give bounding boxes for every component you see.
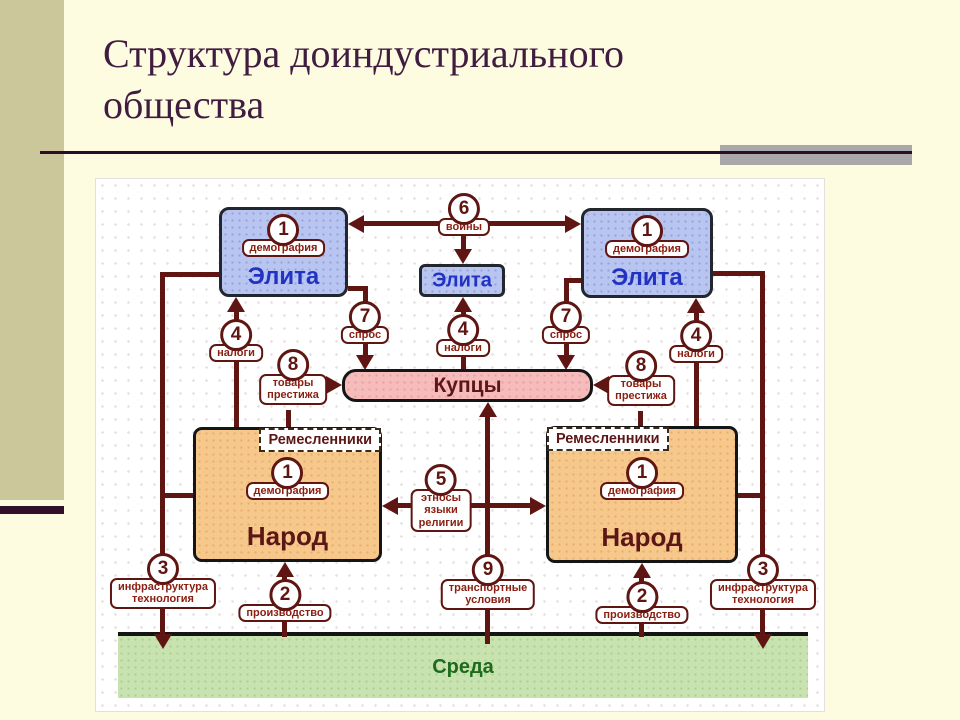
line-wars-to-elite-center [461,236,466,251]
transport-node: 9 транспортные условия [440,554,536,610]
title-underline-gray-bar [720,145,912,165]
arrowhead-ethnos-into-people-right [530,497,546,515]
society-structure-diagram: Среда 1 демография Элита 1 демография Эл… [95,178,825,712]
infrastructure-left-node: 3 инфраструктура технология [109,553,217,609]
taxes-number: 4 [219,319,252,351]
production-label: производство [238,604,332,623]
production-number: 2 [269,579,301,611]
line-prestige-left-down [286,410,291,429]
demography-number: 1 [267,214,300,246]
arrowhead-demand-left-down [356,355,374,370]
wars-label: войны [437,218,491,237]
wars-node: 6 войны [437,193,491,237]
production-right-node: 2 производство [595,581,689,625]
demography-label: демография [245,482,330,501]
people-left-label: Народ [246,521,329,551]
line-feedback-left-people-stub [163,493,195,498]
demography-node: 1 демография [241,214,326,258]
demography-node: 1 демография [600,457,684,501]
ethnos-node: 5 этносы языки религии [410,464,472,532]
line-feedback-right-people-stub [736,493,765,498]
arrowhead-production-left-into-people [276,562,294,577]
page-title: Структура доиндустриального общества [103,31,624,128]
environment-label: Среда [432,655,494,678]
arrowhead-prestige-left-into-merchants [326,376,342,394]
merchants-label: Купцы [433,373,502,397]
line-prestige-right-down [638,411,643,428]
arrowhead-infrastructure-left-into-environment [154,634,172,649]
people-right-label: Народ [601,522,683,552]
elite-left-label: Элита [247,263,320,290]
prestige-number: 8 [625,350,657,382]
sidebar-accent-line [0,506,64,514]
taxes-label: налоги [209,344,263,363]
arrowhead-into-elite-center [454,249,472,264]
elite-left-box: 1 демография Элита [219,207,348,297]
demand-number: 7 [349,301,381,333]
elite-right-label: Элита [611,264,683,291]
transport-number: 9 [472,554,504,586]
line-demand-left-stub [348,286,368,291]
line-feedback-left [160,272,165,635]
demography-node: 1 демография [605,215,689,259]
infrastructure-label: инфраструктура технология [109,578,217,609]
prestige-number: 8 [277,349,309,381]
demography-node: 1 демография [245,457,330,501]
prestige-label: товары престижа [259,374,327,405]
demography-number: 1 [625,457,658,489]
people-left-box: Ремесленники 1 демография Народ [193,427,382,562]
people-right-box: Ремесленники 1 демография Народ [546,426,738,563]
line-taxes-right [694,312,699,428]
craftsmen-left-label: Ремесленники [259,428,381,452]
demand-number: 7 [550,301,582,333]
taxes-number: 4 [446,314,479,346]
elite-right-box: 1 демография Элита [581,208,713,298]
arrowhead-prestige-right-into-merchants [593,376,609,394]
ethnos-label: этносы языки религии [410,489,472,532]
merchants-box: Купцы [342,369,593,402]
arrowhead-taxes-left-up [227,297,245,312]
line-transport [485,416,490,644]
line-feedback-left-top [163,272,221,277]
infrastructure-number: 3 [746,554,779,586]
arrowhead-wars-right [565,215,581,233]
ethnos-number: 5 [424,464,457,496]
production-number: 2 [626,581,658,613]
demand-left-node: 7 спрос [340,301,390,345]
taxes-label: налоги [669,345,723,364]
elite-center-label: Элита [432,269,492,291]
arrowhead-taxes-center-up [454,297,472,312]
production-left-node: 2 производство [238,579,332,623]
arrowhead-ethnos-into-people-left [382,497,398,515]
line-feedback-right-top [711,271,763,276]
line-demand-right-stub [566,278,583,283]
line-feedback-right [760,271,765,635]
prestige-left-node: 8 товары престижа [259,349,327,405]
environment-box: Среда [118,632,808,698]
prestige-right-node: 8 товары престижа [607,350,675,406]
taxes-label: налоги [436,339,490,358]
wars-number: 6 [447,193,480,225]
demand-label: спрос [340,326,390,345]
arrowhead-infrastructure-right-into-environment [754,634,772,649]
craftsmen-right-label: Ремесленники [547,427,669,451]
arrowhead-demand-right-down [557,355,575,370]
taxes-center-node: 4 налоги [436,314,490,358]
infrastructure-number: 3 [146,553,179,585]
arrowhead-taxes-right-up [687,298,705,313]
line-taxes-left [234,311,239,429]
demography-number: 1 [271,457,304,489]
arrowhead-production-right-into-people [633,563,651,578]
elite-center-box: Элита [419,264,505,297]
arrowhead-wars-left [348,215,364,233]
arrowhead-transport-into-merchants [479,402,497,417]
sidebar-bar [0,0,64,500]
taxes-right-node: 4 налоги [669,320,723,364]
taxes-number: 4 [679,320,712,352]
demography-number: 1 [630,215,663,247]
infrastructure-right-node: 3 инфраструктура технология [709,554,817,610]
taxes-left-node: 4 налоги [209,319,263,363]
demand-right-node: 7 спрос [541,301,591,345]
title-underline [40,151,912,154]
